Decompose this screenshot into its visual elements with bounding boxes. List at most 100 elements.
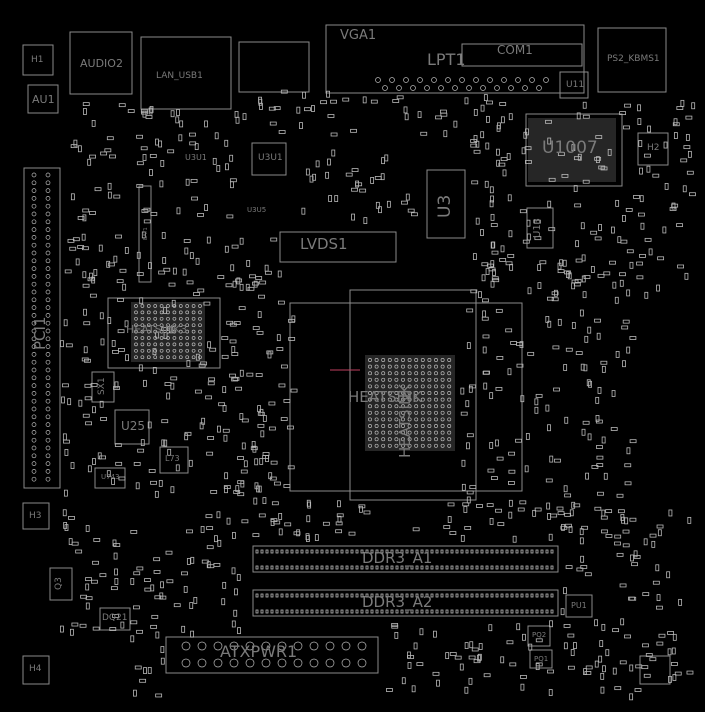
smd-component [217,539,222,547]
smd-component [82,413,90,418]
bga-ball [374,443,379,448]
smd-component [153,557,161,562]
smd-component [185,178,190,186]
smd-component [525,128,529,136]
smd-component [255,276,263,280]
smd-component [213,562,221,567]
pci-pin [31,274,37,279]
dimm-pin [495,609,499,614]
smd-component [575,258,583,263]
smd-component [87,465,92,473]
smd-component [130,530,138,534]
smd-component [672,122,680,127]
bga-ball [381,417,386,422]
smd-component [576,112,581,120]
h3-hole [22,502,50,530]
dimm-pin [360,549,364,554]
smd-component [155,631,160,639]
smd-component [601,509,606,517]
smd-component [89,211,96,215]
smd-component [305,533,310,541]
dimm-pin [540,609,544,614]
dimm-pin [315,565,319,570]
smd-component [205,395,213,400]
atx-pin [341,658,351,668]
smd-component [633,195,640,199]
smd-component [520,395,525,403]
smd-component [100,417,107,421]
bga-ball [134,316,138,321]
smd-component [233,609,238,617]
bga-ball [185,316,190,321]
dimm-pin [470,549,474,554]
smd-component [163,267,171,272]
dimm-pin [505,609,509,614]
smd-component [582,291,587,299]
smd-component [161,419,169,424]
smd-component [486,115,490,123]
dimm-pin [500,609,504,614]
bga-ball [401,364,405,369]
smd-component [657,256,665,261]
smd-component [481,274,486,282]
bga-ball [394,371,399,376]
smd-component [582,420,590,425]
smd-component [193,597,198,604]
smd-component [160,657,165,665]
smd-component [60,340,64,348]
smd-component [176,109,180,116]
dimm-pin [515,549,519,554]
bga-ball [134,342,138,347]
ushd-label: U3U1 [185,153,207,162]
smd-component [194,389,202,394]
cpu-bga [365,355,455,451]
dimm-pin [415,593,419,598]
h3-label: H3 [29,511,42,521]
smd-component [386,200,391,208]
lpt-pin [459,77,465,83]
dimm-pin [390,593,394,598]
smd-component [320,100,327,105]
smd-component [99,573,107,578]
bga-ball [394,437,399,442]
smd-component [306,535,310,542]
smd-component [477,653,482,661]
smd-component [335,529,343,534]
smd-component [644,291,649,299]
smd-component [150,211,158,216]
bga-ball [146,310,151,315]
smd-component [232,376,240,381]
smd-component [112,539,117,547]
smd-component [273,520,281,525]
ddr3-a2-label: DDR3_A2 [362,593,433,611]
smd-component [489,392,494,400]
bga-ball [434,391,438,395]
smd-component [567,665,575,670]
smd-component [628,596,635,601]
bga-ball [134,329,138,334]
smd-component [656,605,663,610]
smd-component [506,153,511,160]
smd-component [143,667,147,674]
smd-component [611,390,616,397]
bga-ball [434,430,438,435]
smd-component [522,633,526,641]
smd-component [619,111,627,116]
smd-component [246,260,251,267]
smd-component [630,554,634,562]
smd-component [214,535,218,543]
dimm-pin [415,565,419,570]
smd-component [322,521,330,526]
pci-pin [45,227,51,232]
dimm-pin [530,593,534,598]
smd-component [258,513,266,518]
smd-component [148,262,152,270]
bga-ball [434,377,438,382]
lpt-pin [438,85,444,91]
smd-component [163,332,168,339]
dimm-pin [305,609,309,614]
smd-component [296,106,301,114]
smd-component [496,356,504,360]
bga-ball [447,404,452,409]
atx-pin [245,641,255,651]
